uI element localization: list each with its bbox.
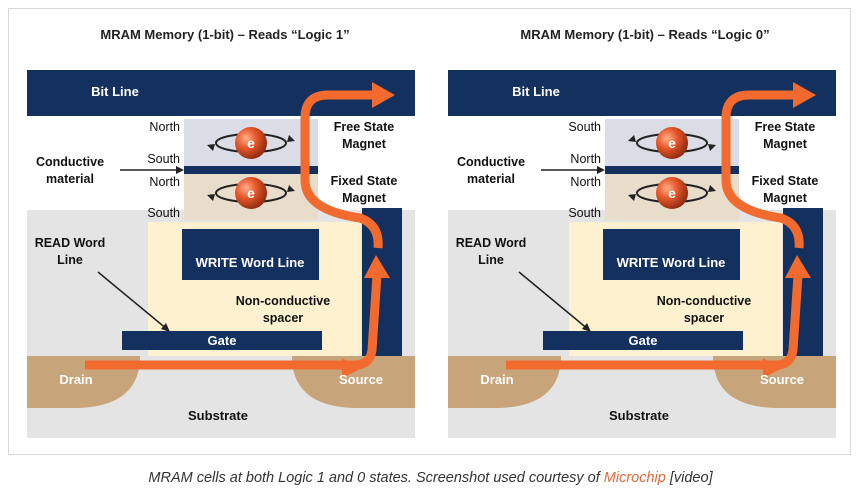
- non-conductive-spacer-label-line2: spacer: [684, 311, 724, 325]
- orbit-arrow-icon: [628, 194, 636, 201]
- write-word-line: [603, 229, 740, 280]
- conductive-material-layer: [605, 166, 739, 174]
- electron-label: e: [247, 135, 255, 151]
- orbit-arrow-icon: [708, 144, 716, 151]
- panel-title-logic-1: MRAM Memory (1-bit) – Reads “Logic 1”: [100, 27, 350, 42]
- free-bottom-pole-label: North: [570, 152, 601, 166]
- current-right-arrow-icon: [763, 358, 781, 378]
- fixed-state-magnet-label-line2: Magnet: [763, 191, 808, 205]
- fixed-state-magnet-label-line1: Fixed State: [331, 174, 398, 188]
- orbit-arrow-icon: [207, 194, 215, 201]
- current-path-bottom: [85, 274, 382, 370]
- gate-label: Gate: [208, 333, 237, 348]
- read-word-pointer-arrow-icon: [161, 323, 170, 332]
- conductive-pointer-arrow-icon: [597, 166, 605, 174]
- fixed-state-magnet-label-line2: Magnet: [342, 191, 387, 205]
- current-up-arrow-icon: [785, 255, 811, 278]
- panel-logic-1: e e Bit Line North South North South Con…: [27, 70, 415, 438]
- gate: [543, 331, 743, 350]
- via-column: [783, 208, 823, 356]
- substrate-label: Substrate: [188, 408, 248, 423]
- non-conductive-spacer-label-line1: Non-conductive: [657, 294, 751, 308]
- orbit-arrow-icon: [708, 185, 716, 192]
- current-path-top: [721, 90, 804, 249]
- bit-line-label: Bit Line: [512, 84, 560, 99]
- conductive-material-layer: [184, 166, 318, 174]
- free-magnet-electron: e: [628, 127, 716, 159]
- fixed-magnet-electron: e: [207, 177, 295, 209]
- read-word-pointer-line: [97, 271, 169, 331]
- electron-icon: [656, 177, 688, 209]
- free-state-magnet-label-line2: Magnet: [763, 137, 808, 151]
- caption-source-link[interactable]: Microchip: [603, 470, 666, 486]
- free-bottom-pole-label: South: [147, 152, 180, 166]
- electron-icon: [235, 177, 267, 209]
- panel-title-logic-0: MRAM Memory (1-bit) – Reads “Logic 0”: [520, 27, 770, 42]
- fixed-top-pole-label: North: [149, 175, 180, 189]
- current-path-top: [300, 90, 383, 249]
- write-word-line-label: WRITE Word Line: [617, 255, 726, 270]
- free-state-magnet-label-line2: Magnet: [342, 137, 387, 151]
- fixed-magnet-electron: e: [628, 177, 716, 209]
- electron-icon: [656, 127, 688, 159]
- read-word-line-label-line1: READ Word: [456, 236, 527, 250]
- orbit-arrow-icon: [287, 135, 295, 142]
- current-exit-arrow-icon: [372, 82, 395, 108]
- substrate-label: Substrate: [609, 408, 669, 423]
- conductive-material-label-line2: material: [46, 172, 94, 186]
- electron-label: e: [668, 185, 676, 201]
- current-path-bottom: [506, 274, 803, 370]
- mram-diagram: e e Bit Line North South North South Con…: [27, 70, 836, 438]
- current-right-arrow-icon: [342, 358, 360, 378]
- conductive-material-label-line2: material: [467, 172, 515, 186]
- non-conductive-spacer-label-line2: spacer: [263, 311, 303, 325]
- gate-label: Gate: [629, 333, 658, 348]
- gate: [122, 331, 322, 350]
- read-word-pointer-line: [518, 271, 590, 331]
- conductive-material-label-line1: Conductive: [457, 155, 525, 169]
- read-word-line-label-line1: READ Word: [35, 236, 106, 250]
- panel-logic-0: e e Bit Line South North North South Con…: [448, 70, 836, 438]
- caption-text: MRAM cells at both Logic 1 and 0 states.…: [148, 470, 604, 486]
- source-label: Source: [760, 372, 804, 387]
- via-column: [362, 208, 402, 356]
- caption-suffix: [video]: [665, 470, 713, 486]
- current-up-arrow-icon: [364, 255, 390, 278]
- free-top-pole-label: South: [568, 120, 601, 134]
- source-label: Source: [339, 372, 383, 387]
- electron-label: e: [668, 135, 676, 151]
- orbit-arrow-icon: [207, 144, 215, 151]
- write-word-line-label: WRITE Word Line: [196, 255, 305, 270]
- fixed-bottom-pole-label: South: [147, 206, 180, 220]
- orbit-arrow-icon: [628, 135, 636, 142]
- drain-label: Drain: [480, 372, 513, 387]
- drain-label: Drain: [59, 372, 92, 387]
- figure-caption: MRAM cells at both Logic 1 and 0 states.…: [0, 470, 861, 486]
- read-word-line-label-line2: Line: [57, 253, 83, 267]
- conductive-material-label-line1: Conductive: [36, 155, 104, 169]
- read-word-line-label-line2: Line: [478, 253, 504, 267]
- non-conductive-spacer-label-line1: Non-conductive: [236, 294, 330, 308]
- free-state-magnet-label-line1: Free State: [334, 120, 394, 134]
- read-word-pointer-arrow-icon: [582, 323, 591, 332]
- electron-icon: [235, 127, 267, 159]
- bit-line-label: Bit Line: [91, 84, 139, 99]
- fixed-top-pole-label: North: [570, 175, 601, 189]
- free-state-magnet-label-line1: Free State: [755, 120, 815, 134]
- orbit-arrow-icon: [287, 185, 295, 192]
- free-magnet-electron: e: [207, 127, 295, 159]
- current-exit-arrow-icon: [793, 82, 816, 108]
- fixed-state-magnet-label-line1: Fixed State: [752, 174, 819, 188]
- fixed-bottom-pole-label: South: [568, 206, 601, 220]
- conductive-pointer-arrow-icon: [176, 166, 184, 174]
- write-word-line: [182, 229, 319, 280]
- electron-label: e: [247, 185, 255, 201]
- free-top-pole-label: North: [149, 120, 180, 134]
